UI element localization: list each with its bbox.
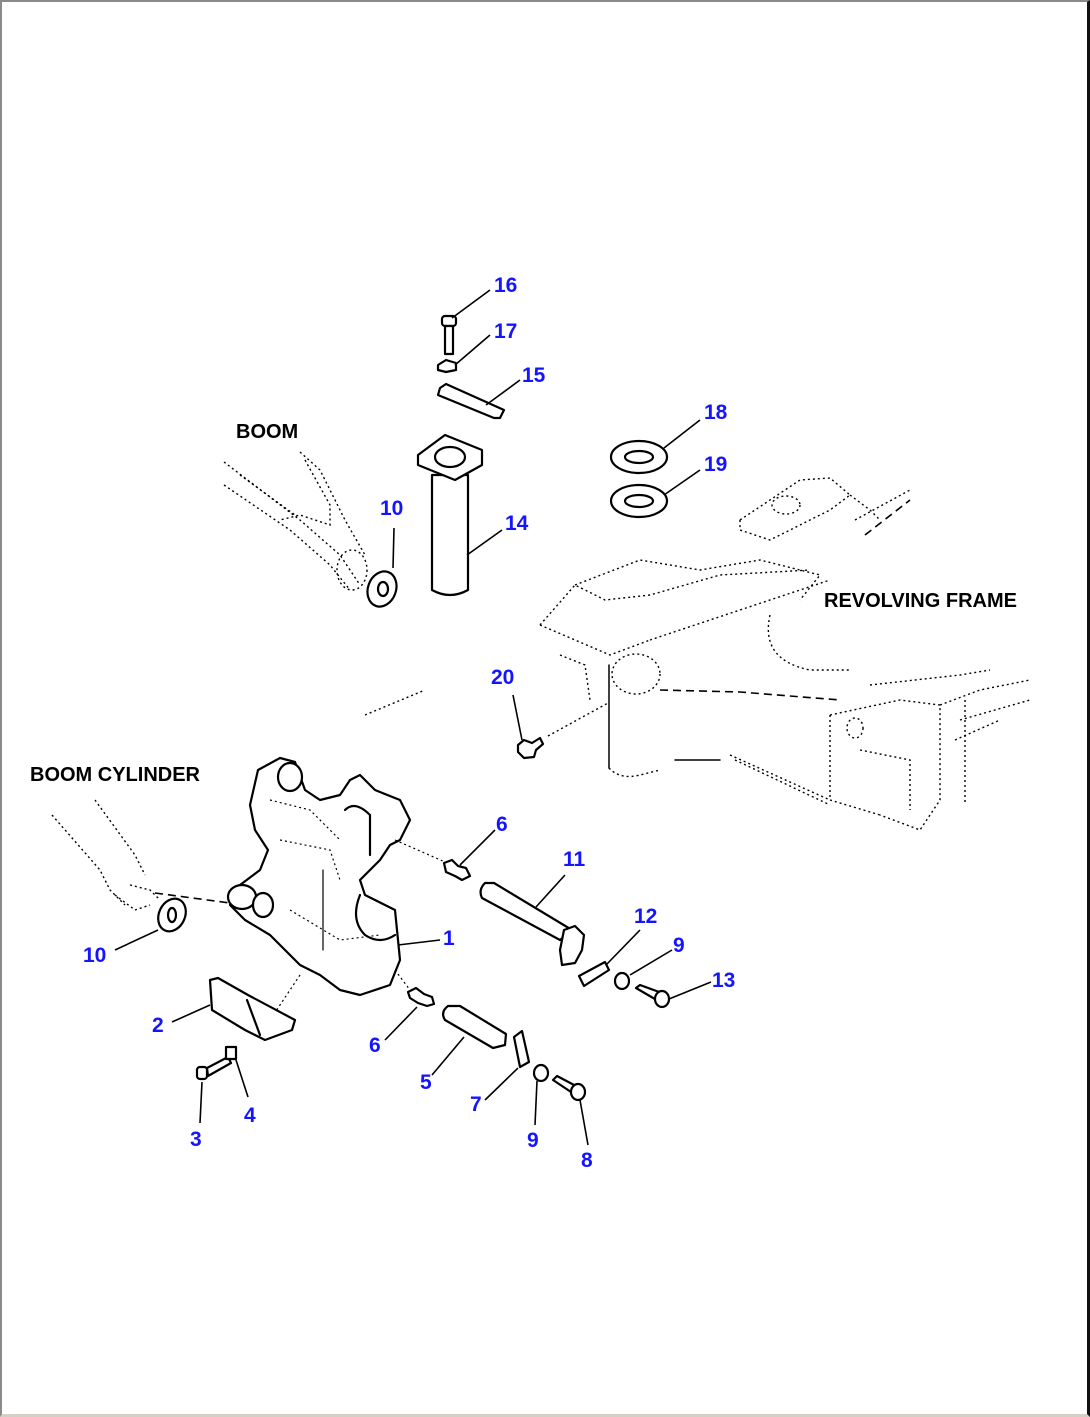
callout-2[interactable]: 2: [152, 1014, 164, 1037]
part-14-pin: [416, 433, 503, 597]
part-9-washer-lower: [532, 1063, 550, 1126]
part-2-cover: [171, 976, 297, 1042]
callout-12[interactable]: 12: [634, 905, 657, 928]
part-10-washer-upper: [366, 527, 398, 608]
callout-11[interactable]: 11: [563, 848, 586, 871]
callout-10-lower[interactable]: 10: [83, 944, 106, 967]
part-9-washer-right: [613, 949, 673, 991]
part-15-plate: [436, 379, 521, 420]
part-7-plate: [484, 1029, 531, 1101]
callout-13[interactable]: 13: [712, 969, 735, 992]
part-20-fitting: [512, 694, 609, 760]
callout-17[interactable]: 17: [494, 320, 517, 343]
part-6-fitting-upper: [442, 829, 496, 882]
callout-15[interactable]: 15: [522, 364, 546, 387]
label-revolving-frame: REVOLVING FRAME: [824, 590, 1017, 612]
callout-10-upper[interactable]: 10: [380, 497, 403, 520]
callout-7[interactable]: 7: [470, 1093, 482, 1116]
boom-phantom: [223, 451, 368, 591]
label-boom-cylinder: BOOM CYLINDER: [30, 764, 201, 786]
part-11-pin: [479, 874, 586, 967]
callout-6-upper[interactable]: 6: [496, 813, 508, 836]
callout-9-lower[interactable]: 9: [527, 1129, 539, 1152]
part-16-bolt: [440, 289, 491, 356]
part-1-bracket: [226, 756, 446, 1021]
part-5-pin: [431, 1004, 508, 1076]
part-10-washer-lower: [114, 897, 187, 951]
part-3-bolt: [195, 1055, 233, 1124]
part-13-bolt: [634, 981, 712, 1009]
part-12-plate: [577, 929, 641, 988]
part-18-shim: [609, 419, 701, 475]
part-17-washer: [436, 334, 491, 374]
callout-14[interactable]: 14: [505, 512, 529, 535]
callout-6-lower[interactable]: 6: [369, 1034, 381, 1057]
callout-18[interactable]: 18: [704, 401, 728, 424]
boom-cylinder-phantom: [51, 799, 231, 911]
part-4-washer: [224, 1045, 249, 1098]
callout-5[interactable]: 5: [420, 1071, 432, 1094]
callout-19[interactable]: 19: [704, 453, 727, 476]
callout-4[interactable]: 4: [244, 1104, 256, 1127]
callout-20[interactable]: 20: [491, 666, 514, 689]
callout-16[interactable]: 16: [494, 274, 517, 297]
part-19-shim: [609, 469, 701, 519]
callout-8[interactable]: 8: [581, 1149, 593, 1172]
part-8-bolt: [551, 1074, 589, 1146]
callout-9-right[interactable]: 9: [673, 934, 685, 957]
label-boom: BOOM: [236, 421, 298, 443]
part-6-fitting-lower: [384, 986, 436, 1041]
callout-1[interactable]: 1: [443, 927, 455, 950]
callout-3[interactable]: 3: [190, 1128, 202, 1151]
revolving-frame-phantom: [364, 477, 1031, 831]
